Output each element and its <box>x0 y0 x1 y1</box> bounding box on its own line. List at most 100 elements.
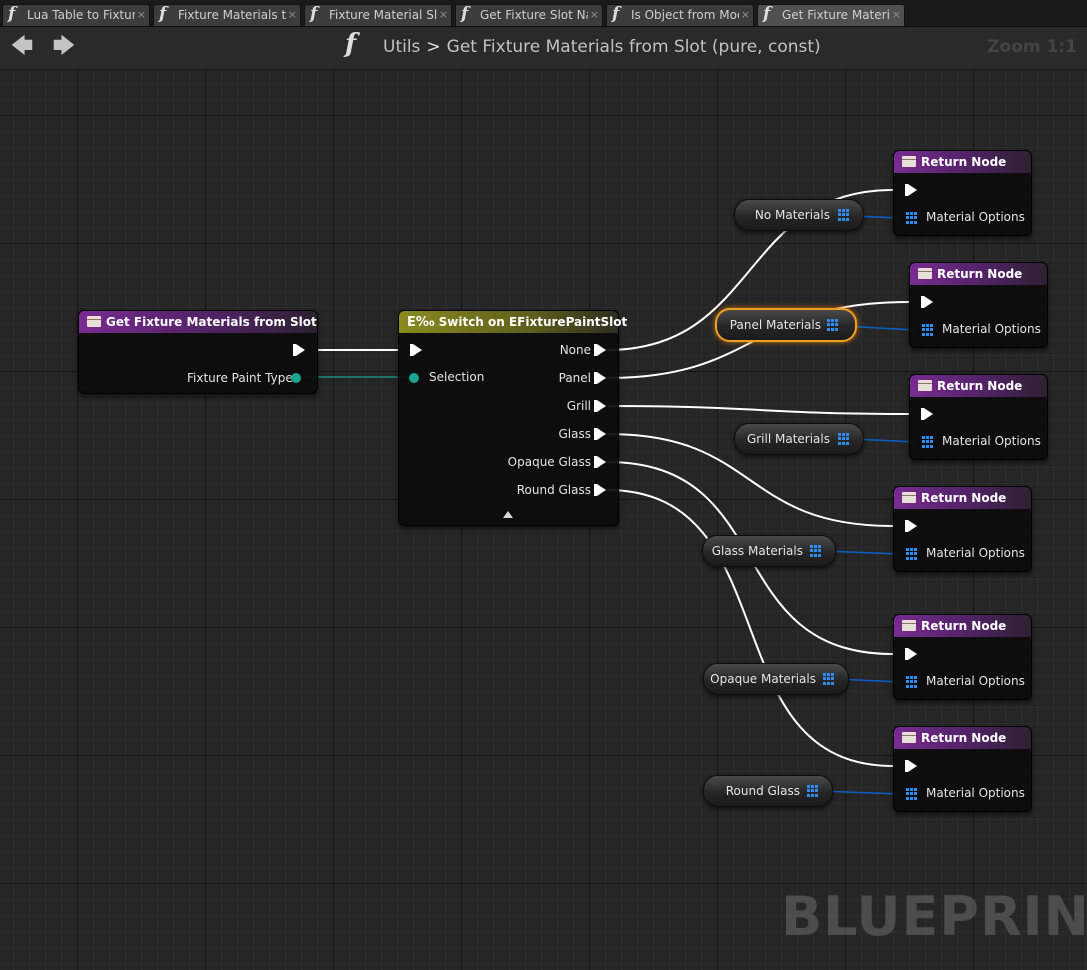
document-tab-bar: f Lua Table to Fixture × f Fixture Mater… <box>0 0 1087 27</box>
tab-get-fixture-slot-name[interactable]: f Get Fixture Slot Nan × <box>455 4 603 26</box>
return-node-icon <box>902 156 916 167</box>
node-title: Return Node <box>921 731 1007 745</box>
exec-out-pin[interactable] <box>594 484 606 496</box>
node-title: Return Node <box>921 619 1007 633</box>
close-icon[interactable]: × <box>287 8 297 21</box>
exec-in-pin[interactable] <box>905 520 917 532</box>
switch-output-label: Round Glass <box>516 483 591 497</box>
switch-output-label: None <box>559 343 591 357</box>
variable-node-panel-materials[interactable]: Panel Materials <box>715 308 857 342</box>
variable-node-grill-materials[interactable]: Grill Materials <box>734 423 864 455</box>
array-out-pin[interactable] <box>838 433 850 445</box>
exec-out-pin[interactable] <box>594 428 606 440</box>
tab-lua-table-to-fixture[interactable]: f Lua Table to Fixture × <box>2 4 150 26</box>
tab-is-object-from-mod[interactable]: f Is Object from Mod × <box>606 4 754 26</box>
variable-node-glass-materials[interactable]: Glass Materials <box>702 535 836 567</box>
chevron-right-icon: > <box>426 37 441 57</box>
exec-out-pin[interactable] <box>594 400 606 412</box>
array-in-pin[interactable] <box>906 548 918 560</box>
return-node[interactable]: Return Node Material Options <box>909 374 1048 460</box>
exec-in-pin[interactable] <box>905 648 917 660</box>
switch-output-label: Opaque Glass <box>507 455 591 469</box>
return-node[interactable]: Return Node Material Options <box>893 614 1032 700</box>
function-entry-node[interactable]: Get Fixture Materials from Slot Fixture … <box>78 310 318 394</box>
node-title: Get Fixture Materials from Slot <box>106 315 317 329</box>
exec-out-pin[interactable] <box>594 456 606 468</box>
material-options-label: Material Options <box>926 786 1025 800</box>
return-node[interactable]: Return Node Material Options <box>909 262 1048 348</box>
graph-canvas[interactable]: Get Fixture Materials from Slot Fixture … <box>0 70 1087 970</box>
exec-in-pin[interactable] <box>921 408 933 420</box>
material-options-label: Material Options <box>942 322 1041 336</box>
tab-fixture-material-slot[interactable]: f Fixture Material Slo × <box>304 4 452 26</box>
return-node-icon <box>918 380 932 391</box>
return-node[interactable]: Return Node Material Options <box>893 486 1032 572</box>
variable-label: Round Glass <box>725 784 800 798</box>
tab-fixture-materials-to[interactable]: f Fixture Materials to × <box>153 4 301 26</box>
close-icon[interactable]: × <box>589 8 599 21</box>
exec-in-pin[interactable] <box>905 760 917 772</box>
array-out-pin[interactable] <box>827 319 839 331</box>
node-header: Return Node <box>894 727 1031 749</box>
selection-in-pin[interactable] <box>409 373 419 383</box>
exec-in-pin[interactable] <box>410 344 422 356</box>
return-node[interactable]: Return Node Material Options <box>893 150 1032 236</box>
breadcrumb-parent[interactable]: Utils <box>383 37 421 57</box>
exec-out-pin[interactable] <box>594 372 606 384</box>
tab-get-fixture-materials[interactable]: f Get Fixture Materia × <box>757 4 905 26</box>
function-icon: f <box>8 4 16 24</box>
close-icon[interactable]: × <box>740 8 750 21</box>
variable-node-round-glass[interactable]: Round Glass <box>703 775 833 807</box>
close-icon[interactable]: × <box>438 8 448 21</box>
variable-node-no-materials[interactable]: No Materials <box>734 199 864 231</box>
tab-label: Get Fixture Materia <box>782 8 890 22</box>
array-out-pin[interactable] <box>838 209 850 221</box>
switch-icon: E‰ <box>407 315 435 330</box>
node-header: Return Node <box>894 487 1031 509</box>
tab-label: Lua Table to Fixture <box>27 8 135 22</box>
variable-label: Glass Materials <box>711 544 803 558</box>
material-options-label: Material Options <box>926 546 1025 560</box>
enum-out-pin[interactable] <box>291 373 301 383</box>
return-node-icon <box>902 620 916 631</box>
material-options-label: Material Options <box>942 434 1041 448</box>
array-out-pin[interactable] <box>807 785 819 797</box>
exec-in-pin[interactable] <box>905 184 917 196</box>
exec-in-pin[interactable] <box>921 296 933 308</box>
node-header: Return Node <box>910 375 1047 397</box>
array-out-pin[interactable] <box>823 673 835 685</box>
tab-label: Is Object from Mod <box>631 8 739 22</box>
array-in-pin[interactable] <box>906 676 918 688</box>
array-out-pin[interactable] <box>810 545 822 557</box>
node-header: Return Node <box>894 151 1031 173</box>
node-header: Get Fixture Materials from Slot <box>79 311 317 333</box>
variable-label: Grill Materials <box>746 432 830 446</box>
function-icon: f <box>345 29 357 59</box>
return-node[interactable]: Return Node Material Options <box>893 726 1032 812</box>
return-node-icon <box>918 268 932 279</box>
array-in-pin[interactable] <box>906 212 918 224</box>
exec-wire <box>606 489 894 767</box>
close-icon[interactable]: × <box>136 8 146 21</box>
node-header: Return Node <box>894 615 1031 637</box>
switch-output-label: Glass <box>558 427 592 441</box>
graph-header: 🡄 🡆 f Utils>Get Fixture Materials from S… <box>0 27 1087 70</box>
array-in-pin[interactable] <box>922 324 934 336</box>
material-options-label: Material Options <box>926 210 1025 224</box>
switch-node[interactable]: E‰Switch on EFixturePaintSlot Selection … <box>398 310 627 526</box>
array-in-pin[interactable] <box>922 436 934 448</box>
exec-out-pin[interactable] <box>594 344 606 356</box>
variable-node-opaque-materials[interactable]: Opaque Materials <box>703 663 849 695</box>
arrow-left-icon[interactable]: 🡄 <box>10 34 34 59</box>
array-in-pin[interactable] <box>906 788 918 800</box>
selection-label: Selection <box>429 370 485 384</box>
tab-label: Fixture Materials to <box>178 8 286 22</box>
expand-arrow-icon[interactable] <box>503 511 513 518</box>
breadcrumb: Utils>Get Fixture Materials from Slot (p… <box>383 37 821 57</box>
zoom-level: Zoom 1:1 <box>987 37 1077 57</box>
function-icon: f <box>612 4 620 24</box>
close-icon[interactable]: × <box>891 8 901 21</box>
exec-out-pin[interactable] <box>293 344 305 356</box>
arrow-right-icon[interactable]: 🡆 <box>52 34 76 59</box>
breadcrumb-current: Get Fixture Materials from Slot (pure, c… <box>446 37 821 57</box>
